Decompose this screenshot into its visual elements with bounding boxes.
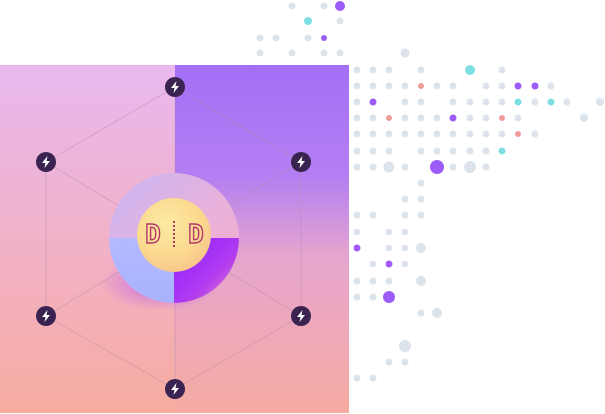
logo-letter-left: D xyxy=(144,219,161,250)
logo-divider xyxy=(173,221,175,249)
lightning-bolt-icon xyxy=(165,379,185,399)
logo-letter-right: D xyxy=(187,219,204,250)
lightning-bolt-icon xyxy=(165,77,185,97)
network-nodes xyxy=(36,77,311,399)
lightning-bolt-icon xyxy=(36,152,56,172)
lightning-bolt-icon xyxy=(291,152,311,172)
dot-field xyxy=(256,1,604,382)
lightning-bolt-icon xyxy=(36,306,56,326)
lightning-bolt-icon xyxy=(291,306,311,326)
